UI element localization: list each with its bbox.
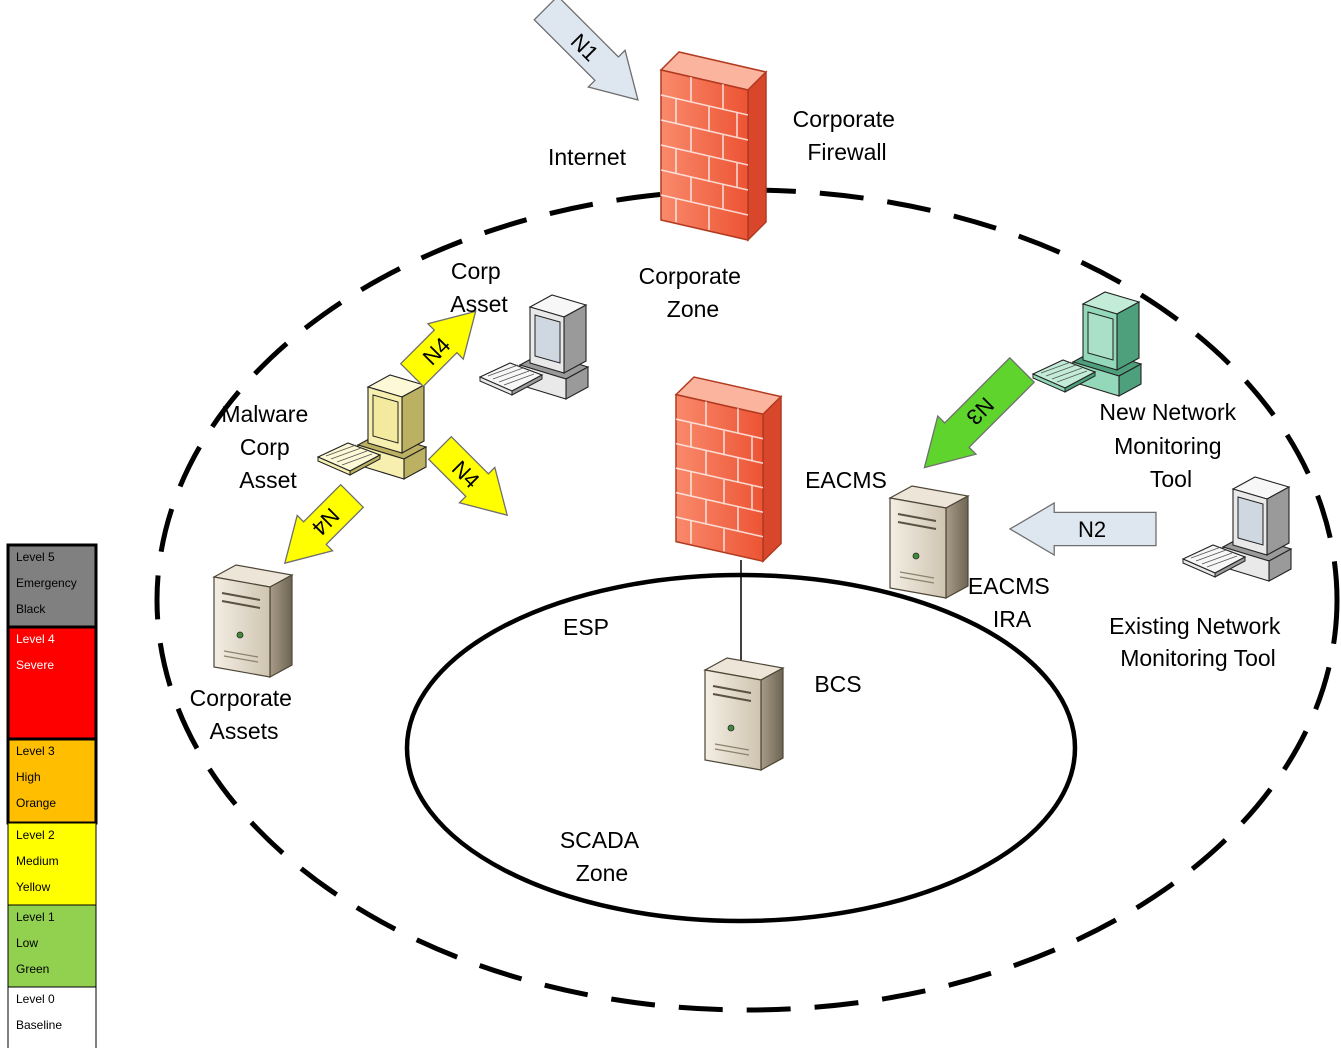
legend-level-2-text: Yellow	[16, 880, 51, 894]
n1-arrow: N1	[533, 0, 639, 101]
new-monitoring-tool-label-line: New Network	[1099, 399, 1236, 425]
corp-asset-label: Corp Asset	[450, 258, 508, 317]
corporate-firewall-label: Corporate Firewall	[793, 106, 902, 165]
eacms-ira-label-line: EACMS	[968, 573, 1050, 599]
new-monitoring-tool-label-line: Monitoring	[1114, 433, 1221, 459]
corporate-assets-label: Corporate Assets	[190, 685, 299, 744]
corporate-zone-label: Corporate Zone	[639, 263, 748, 322]
eacms-firewall-icon	[675, 376, 782, 563]
legend-level-2-swatch	[7, 822, 97, 906]
n3-arrow: N3	[923, 356, 1036, 469]
n4-arrow-eacms: N4	[427, 435, 509, 517]
internet-label: Internet	[548, 144, 627, 170]
corp-asset-label-line: Corp	[451, 258, 501, 284]
eacms-label: EACMS	[805, 467, 887, 493]
legend-level-4-text: Level 4	[16, 632, 55, 646]
malware-corp-asset-computer-icon	[317, 374, 427, 480]
existing-monitoring-tool-computer-icon	[1182, 476, 1292, 582]
corporate-firewall-label-line: Corporate	[793, 106, 895, 132]
malware-corp-asset-label-line: Malware	[221, 401, 308, 427]
corporate-assets-label-line: Corporate	[190, 685, 292, 711]
n4-arrow-corporate-assets-shape	[283, 483, 365, 565]
n1-arrow-shape	[533, 0, 639, 101]
corp-asset-label-line: Asset	[450, 291, 508, 317]
n2-arrow-label: N2	[1078, 517, 1106, 542]
new-monitoring-tool-computer-icon	[1032, 291, 1142, 397]
legend-level-4-text: Severe	[16, 658, 54, 672]
corporate-firewall-icon	[660, 51, 767, 241]
corporate-assets-server-icon	[213, 564, 293, 678]
existing-monitoring-tool-label: Existing Network Monitoring Tool	[1109, 613, 1287, 671]
n2-arrow: N2	[1008, 501, 1157, 557]
legend-level-3-swatch	[6, 737, 98, 825]
existing-monitoring-tool-label-line: Existing Network	[1109, 613, 1281, 639]
legend-level-5-swatch	[6, 543, 98, 629]
n4-arrow-eacms-shape	[427, 435, 509, 517]
legend-level-2-text: Medium	[16, 854, 59, 868]
scada-zone-label-line: SCADA	[560, 827, 640, 853]
legend-level-3-text: High	[16, 770, 41, 784]
n3-arrow-shape	[923, 356, 1036, 469]
malware-corp-asset-label-line: Corp	[240, 434, 290, 460]
corporate-zone-label-line: Corporate	[639, 263, 741, 289]
corporate-zone-boundary	[154, 187, 1340, 1013]
legend-level-3-text: Level 3	[16, 744, 55, 758]
corporate-zone-label-line: Zone	[667, 296, 719, 322]
bcs-label: BCS	[814, 671, 861, 697]
legend-level-1-text: Low	[16, 936, 38, 950]
legend-level-0-text: Level 0	[16, 992, 55, 1006]
eacms-ira-server-icon	[889, 485, 969, 599]
eacms-ira-label-line: IRA	[993, 606, 1032, 632]
legend-level-3-text: Orange	[16, 796, 56, 810]
n2-arrow-shape	[1008, 501, 1157, 557]
legend-level-5-text: Black	[16, 602, 46, 616]
malware-corp-asset-label: Malware Corp Asset	[221, 401, 314, 493]
n4-arrow-corp-asset: N4	[399, 310, 477, 388]
new-monitoring-tool-label: New Network Monitoring Tool	[1099, 399, 1242, 492]
esp-label: ESP	[563, 614, 609, 640]
eacms-ira-label: EACMS IRA	[968, 573, 1056, 632]
n4-arrow-corporate-assets: N4	[283, 483, 365, 565]
scada-zone-label-line: Zone	[576, 860, 628, 886]
legend-level-5-text: Level 5	[16, 550, 55, 564]
legend-level-4-swatch	[6, 625, 98, 741]
corporate-assets-label-line: Assets	[209, 718, 278, 744]
legend-level-1-text: Level 1	[16, 910, 55, 924]
corporate-firewall-label-line: Firewall	[807, 139, 886, 165]
legend-level-1-text: Green	[16, 962, 49, 976]
n4-arrow-corp-asset-shape	[399, 310, 477, 388]
malware-corp-asset-label-line: Asset	[239, 467, 297, 493]
scada-zone-label: SCADA Zone	[560, 827, 644, 886]
legend-level-5-text: Emergency	[16, 576, 77, 590]
new-monitoring-tool-label-line: Tool	[1150, 466, 1192, 492]
legend-level-2-text: Level 2	[16, 828, 55, 842]
existing-monitoring-tool-label-line: Monitoring Tool	[1120, 645, 1276, 671]
bcs-server-icon	[704, 657, 784, 771]
legend-level-0-text: Baseline	[16, 1018, 62, 1032]
legend-level-1-swatch	[7, 904, 97, 988]
legend-level-0-swatch	[7, 986, 97, 1048]
